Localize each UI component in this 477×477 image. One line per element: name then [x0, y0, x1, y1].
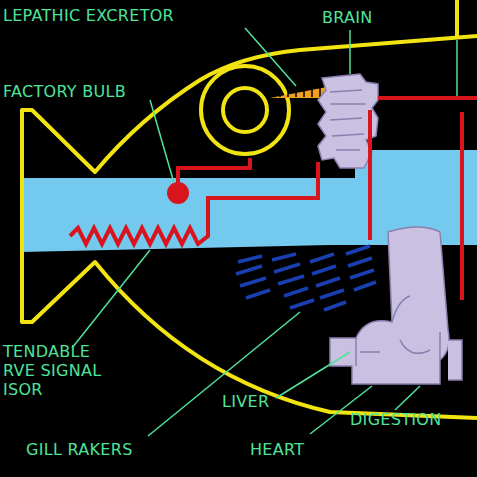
part-label: LEPATHIC EXCRETOR [3, 6, 174, 25]
part-label: BRAIN [322, 8, 373, 27]
part-label: DIGESTION [350, 410, 441, 429]
part-label: FACTORY BULB [3, 82, 126, 101]
part-label: TENDABLE RVE SIGNAL ISOR [3, 342, 115, 399]
part-label: HEART [250, 440, 304, 459]
part-label: GILL RAKERS [26, 440, 133, 459]
part-label: LIVER [222, 392, 269, 411]
